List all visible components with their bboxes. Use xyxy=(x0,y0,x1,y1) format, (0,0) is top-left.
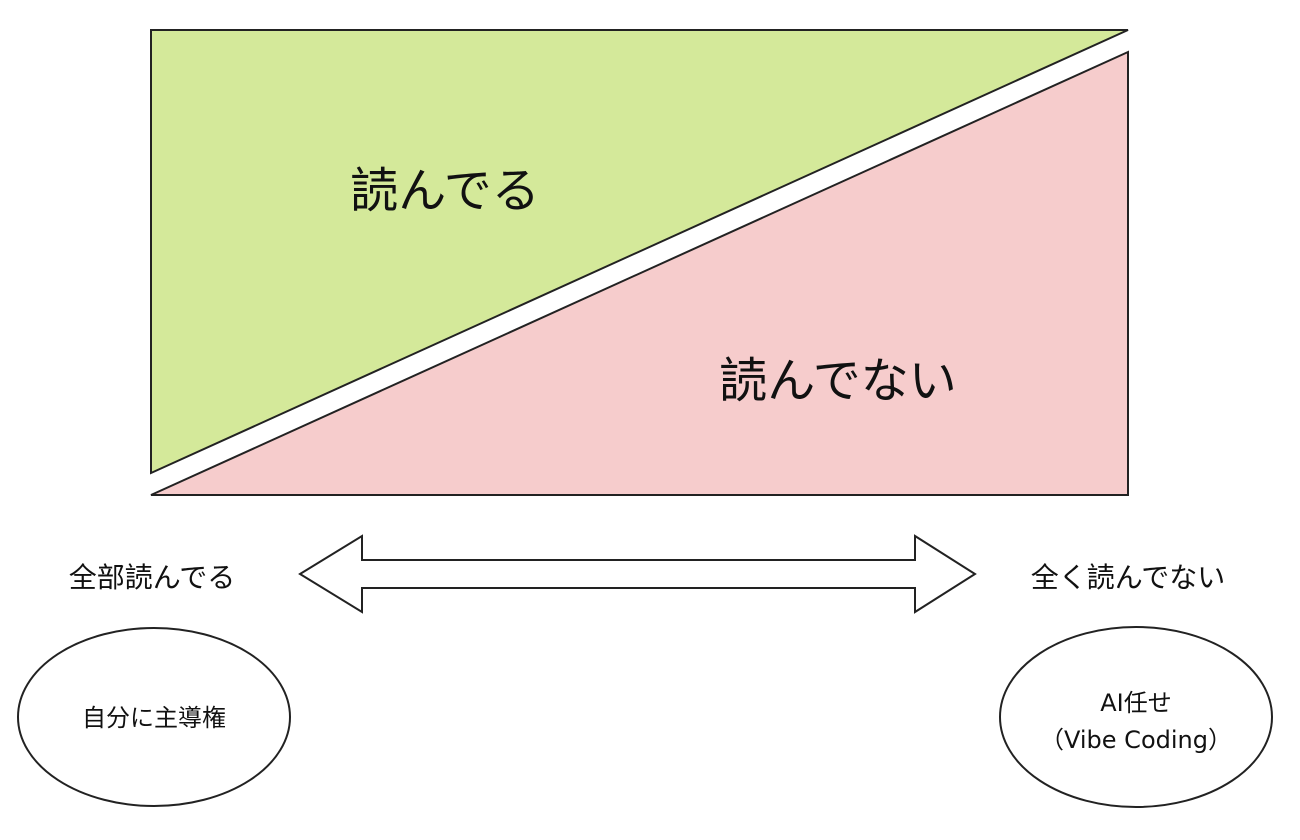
unread-region-triangle xyxy=(150,50,1129,496)
right-ellipse-line-2: （Vibe Coding） xyxy=(1040,726,1232,754)
right-ellipse xyxy=(999,626,1273,808)
right-ellipse-line-1: AI任せ xyxy=(1100,689,1172,717)
read-region-label: 読んでる xyxy=(350,163,540,219)
left-scale-label: 全部読んでる xyxy=(69,561,236,594)
unread-region-label: 読んでない xyxy=(719,353,957,409)
left-ellipse-label: 自分に主導権 xyxy=(82,704,226,732)
read-region-triangle xyxy=(150,29,1129,475)
left-ellipse xyxy=(17,627,291,807)
right-scale-label: 全く読んでない xyxy=(1031,561,1226,594)
double-arrow xyxy=(298,534,977,614)
